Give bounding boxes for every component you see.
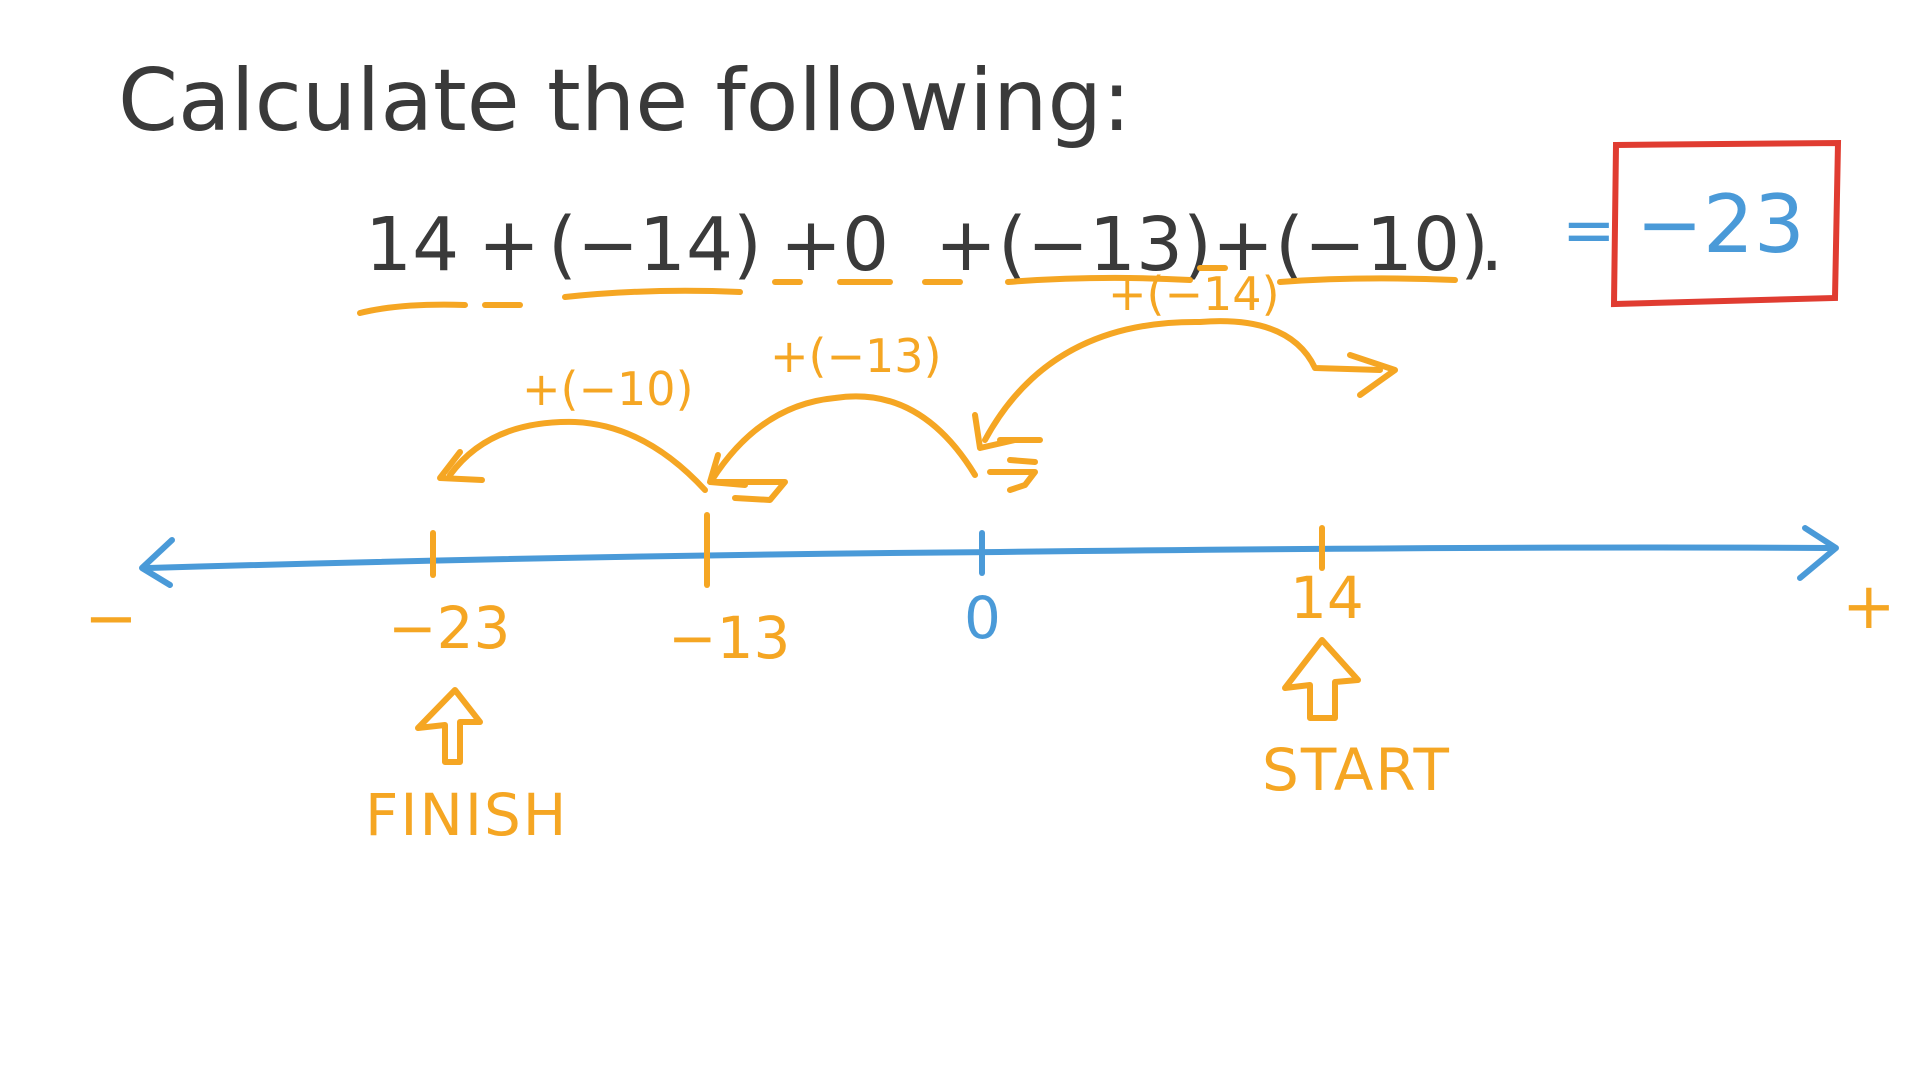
tick-label-14: 14 <box>1290 564 1364 632</box>
number-line-axis <box>145 544 1833 571</box>
plus-operator: + <box>780 202 842 288</box>
number-line: −23 −13 0 14 − + <box>84 512 1896 672</box>
term-14: 14 <box>365 202 459 288</box>
hop-arc-neg-14 <box>982 318 1383 443</box>
negative-direction-label: − <box>84 582 138 656</box>
hop-tail-marks <box>987 469 1038 493</box>
up-arrow-icon <box>415 687 483 765</box>
underline-14 <box>357 301 468 316</box>
plus-operator: + <box>935 202 997 288</box>
hop-dash-marks <box>997 437 1043 465</box>
start-marker: START <box>1262 637 1451 804</box>
start-label: START <box>1262 736 1451 804</box>
hop-arrowhead-icon <box>437 449 485 483</box>
right-arrow-icon <box>1797 525 1839 581</box>
plus-operator: + <box>1212 202 1274 288</box>
tick-label-neg-23: −23 <box>388 594 510 662</box>
expression: 14 + (−14) + 0 + (−13) + (−10) . <box>365 202 1504 288</box>
underline-neg-14 <box>562 287 743 300</box>
up-arrow-icon <box>1282 637 1361 721</box>
answer-box <box>1610 139 1842 308</box>
term-neg-14: (−14) <box>548 202 762 288</box>
finish-marker: FINISH <box>365 687 568 849</box>
underline-neg-10 <box>1277 275 1458 285</box>
left-arrow-icon <box>139 537 175 588</box>
finish-label: FINISH <box>365 781 568 849</box>
term-underlines <box>357 265 1458 316</box>
hop-tail-marks <box>712 479 788 503</box>
hop-label-neg-14: +(−14) <box>1108 267 1280 321</box>
hop-label-neg-13: +(−13) <box>770 329 942 383</box>
hop-arc-neg-10 <box>447 418 708 493</box>
hop-arcs: +(−14) +(−13) +(−10) <box>437 267 1398 503</box>
tick-label-0: 0 <box>964 584 1001 652</box>
equals-sign: = <box>1562 194 1616 268</box>
positive-direction-label: + <box>1842 570 1896 644</box>
answer-value: −23 <box>1636 178 1805 271</box>
tick-label-neg-13: −13 <box>668 604 790 672</box>
problem-title: Calculate the following: <box>118 51 1131 151</box>
hop-start-arrow-icon <box>1347 352 1398 398</box>
term-neg-10: (−10) <box>1275 202 1489 288</box>
hop-label-neg-10: +(−10) <box>522 362 694 416</box>
term-0: 0 <box>842 202 889 288</box>
expression-period: . <box>1480 202 1504 288</box>
plus-operator: + <box>478 202 540 288</box>
hop-arc-neg-13 <box>709 393 978 483</box>
underline-neg-13 <box>1005 274 1193 285</box>
term-neg-13: (−13) <box>998 202 1212 288</box>
